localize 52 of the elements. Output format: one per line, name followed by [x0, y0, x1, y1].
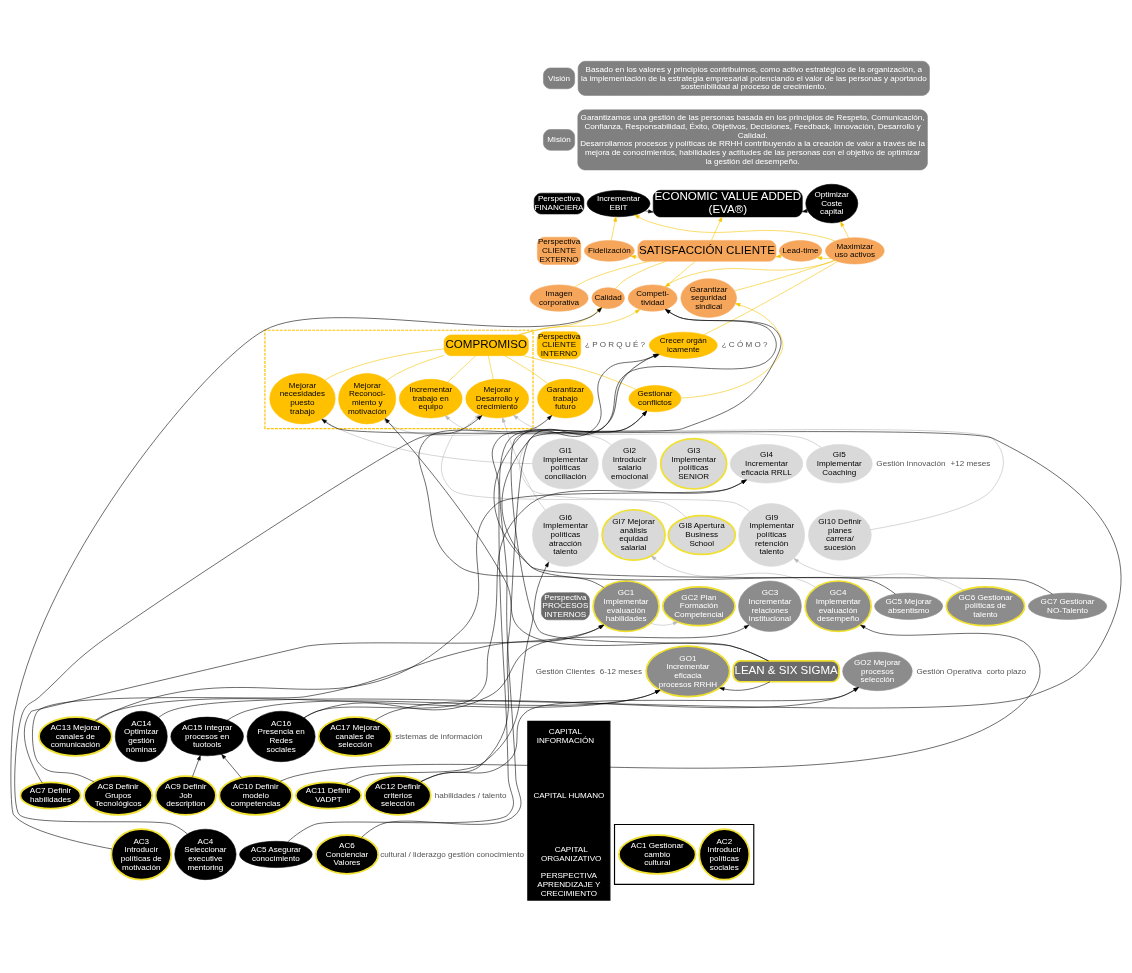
arrow	[192, 754, 201, 777]
arrow	[510, 410, 769, 661]
connector	[324, 348, 445, 380]
connector	[447, 354, 477, 383]
arrow	[221, 753, 242, 778]
node-box: LEAN & SIX SIGMA	[732, 659, 840, 683]
connector	[734, 259, 835, 291]
connector	[523, 354, 637, 390]
arrow	[711, 216, 723, 241]
arrow	[513, 414, 1004, 530]
connector	[703, 260, 838, 335]
arrow	[502, 416, 546, 510]
arrow	[517, 308, 641, 335]
arrow	[650, 621, 679, 626]
cluster	[613, 823, 755, 885]
arrow	[303, 624, 750, 718]
arrow	[630, 254, 639, 259]
arrow	[840, 220, 849, 238]
connector	[664, 260, 696, 287]
arrow	[664, 259, 836, 287]
node-box: COMPROMISO	[443, 334, 529, 356]
arrow	[374, 686, 859, 721]
arrow	[501, 308, 896, 594]
arrow	[816, 255, 832, 260]
arrow	[793, 557, 964, 590]
arrow	[680, 302, 784, 398]
arrow	[420, 686, 859, 782]
arrow	[441, 414, 688, 518]
connector	[488, 354, 494, 380]
connector	[504, 354, 548, 384]
cluster	[264, 329, 534, 429]
arrow	[719, 681, 771, 691]
arrow	[519, 306, 602, 335]
connector	[386, 354, 445, 381]
arrow	[345, 561, 549, 785]
arrow	[96, 479, 747, 721]
connector	[615, 260, 667, 289]
arrow	[634, 214, 836, 241]
arrow	[611, 216, 617, 241]
node-box: ECONOMIC VALUE ADDED (EVA®)	[652, 189, 803, 217]
arrow	[303, 479, 747, 718]
arrow	[651, 555, 817, 588]
arrow	[444, 415, 822, 448]
arrow	[644, 209, 654, 213]
arrow	[280, 624, 1041, 781]
arrow	[775, 253, 783, 258]
arrow	[420, 308, 782, 782]
connector	[574, 260, 650, 287]
arrow	[94, 689, 661, 721]
arrow	[14, 414, 483, 834]
arrow	[226, 689, 661, 721]
arrow	[418, 414, 604, 588]
